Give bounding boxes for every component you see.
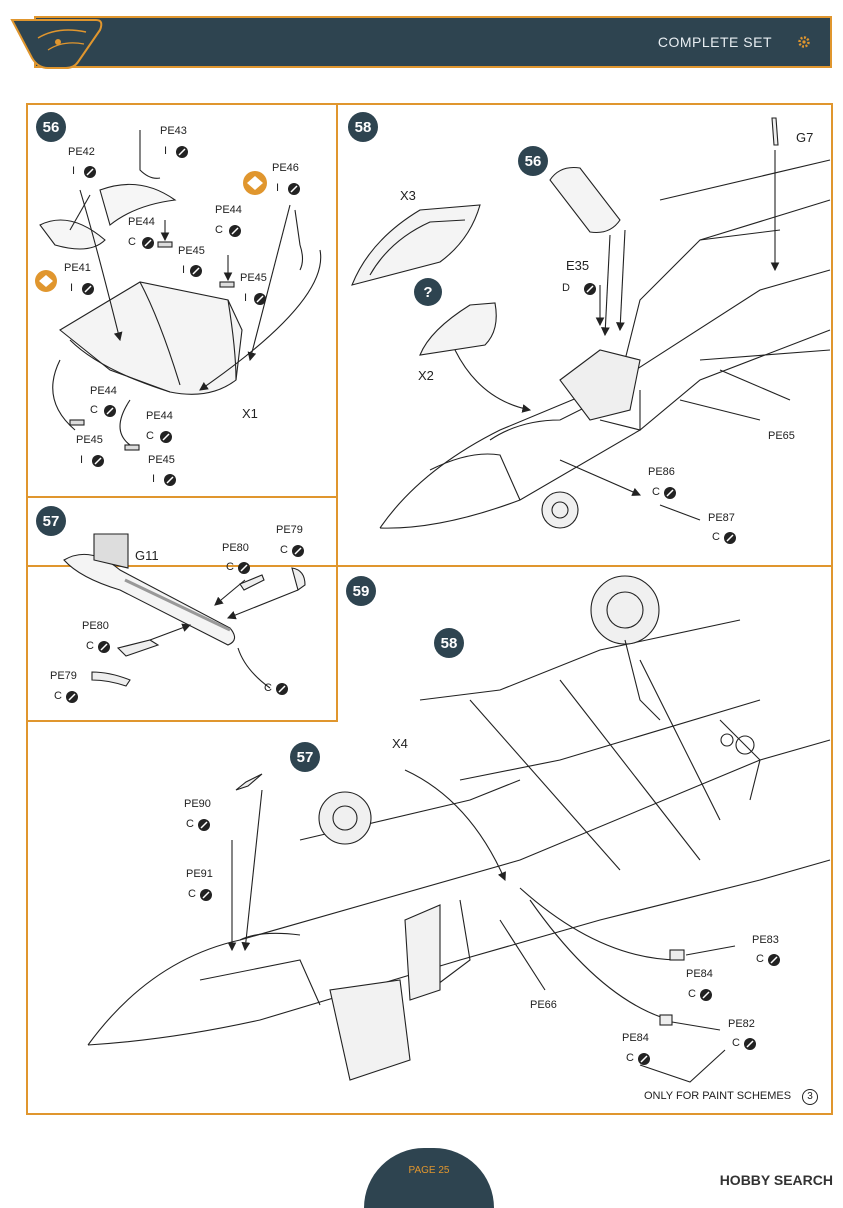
page-number: PAGE 25 (408, 1165, 450, 1176)
part-pe45-code: I (182, 264, 186, 276)
label-x2: X2 (418, 368, 434, 383)
part-pe79: PE79 (50, 670, 77, 682)
part-pe80-code: C (86, 640, 94, 652)
label-e35: E35 (566, 258, 590, 273)
part-pe44: PE44 (146, 410, 173, 422)
part-pe80-code: C (226, 561, 234, 573)
part-pe65: PE65 (768, 430, 795, 442)
part-pe90-code: C (186, 818, 194, 830)
part-pe80: PE80 (82, 620, 109, 632)
part-pe91-code: C (188, 888, 196, 900)
part-pe45-code: I (152, 473, 156, 485)
part-pe46: PE46 (272, 162, 299, 174)
part-pe41-code: I (70, 282, 74, 294)
label-g11: G11 (135, 548, 159, 563)
part-pe82: PE82 (728, 1018, 755, 1030)
part-pe45-code: I (80, 454, 84, 466)
part-pe43: PE43 (160, 125, 187, 137)
divider (26, 720, 338, 722)
part-pe45-code: I (244, 292, 248, 304)
label-x4: X4 (392, 736, 408, 751)
part-pe87: PE87 (708, 512, 735, 524)
part-pe83-code: C (756, 953, 764, 965)
part-pe84-code: C (626, 1052, 634, 1064)
paint-schemes-note: ONLY FOR PAINT SCHEMES (644, 1090, 792, 1102)
part-pe83: PE83 (752, 934, 779, 946)
label-x1: X1 (242, 406, 258, 421)
step-59-badge: 59 (346, 576, 376, 606)
part-pe84: PE84 (686, 968, 713, 980)
paint-schemes-number: 3 (802, 1089, 818, 1105)
step-59-sub-58-badge: 58 (434, 628, 464, 658)
part-pe82-code: C (732, 1037, 740, 1049)
question-badge: ? (414, 278, 442, 306)
part-pe44-code: C (128, 236, 136, 248)
part-pe86: PE86 (648, 466, 675, 478)
label-g7: G7 (796, 130, 814, 145)
header-bar: COMPLETE SET (34, 16, 832, 68)
step-58-sub-56-badge: 56 (518, 146, 548, 176)
part-pe79-code: C (280, 544, 288, 556)
part-pe84: PE84 (622, 1032, 649, 1044)
part-pe44-code: C (215, 224, 223, 236)
part-pe45: PE45 (76, 434, 103, 446)
step-56-badge: 56 (36, 112, 66, 142)
part-pe90: PE90 (184, 798, 211, 810)
part-pe44: PE44 (128, 216, 155, 228)
label-e35-code: D (562, 282, 570, 294)
part-c-code: C (264, 682, 272, 694)
brand-logo (10, 19, 103, 69)
part-pe79: PE79 (276, 524, 303, 536)
step-57-panel-fill (28, 567, 336, 720)
part-pe43-code: I (164, 145, 168, 157)
part-pe87-code: C (712, 531, 720, 543)
step-58-badge: 58 (348, 112, 378, 142)
step-58-panel (336, 103, 833, 567)
part-pe80: PE80 (222, 542, 249, 554)
step-59-sub-57-badge: 57 (290, 742, 320, 772)
part-pe44: PE44 (215, 204, 242, 216)
gear-icon (798, 36, 810, 48)
part-pe79-code: C (54, 690, 62, 702)
part-pe44-code: C (90, 404, 98, 416)
part-pe84-code: C (688, 988, 696, 1000)
part-pe44: PE44 (90, 385, 117, 397)
part-pe44-code: C (146, 430, 154, 442)
watermark: HOBBY SEARCH (719, 1172, 833, 1188)
part-pe45: PE45 (178, 245, 205, 257)
part-pe42-code: I (72, 165, 76, 177)
part-pe42: PE42 (68, 146, 95, 158)
label-x3: X3 (400, 188, 416, 203)
divider (336, 567, 338, 722)
page-title: COMPLETE SET (657, 34, 772, 50)
part-pe66: PE66 (530, 999, 557, 1011)
part-pe41: PE41 (64, 262, 91, 274)
part-pe45: PE45 (240, 272, 267, 284)
step-57-badge: 57 (36, 506, 66, 536)
part-pe46-code: I (276, 182, 280, 194)
part-pe86-code: C (652, 486, 660, 498)
part-pe91: PE91 (186, 868, 213, 880)
part-pe45: PE45 (148, 454, 175, 466)
